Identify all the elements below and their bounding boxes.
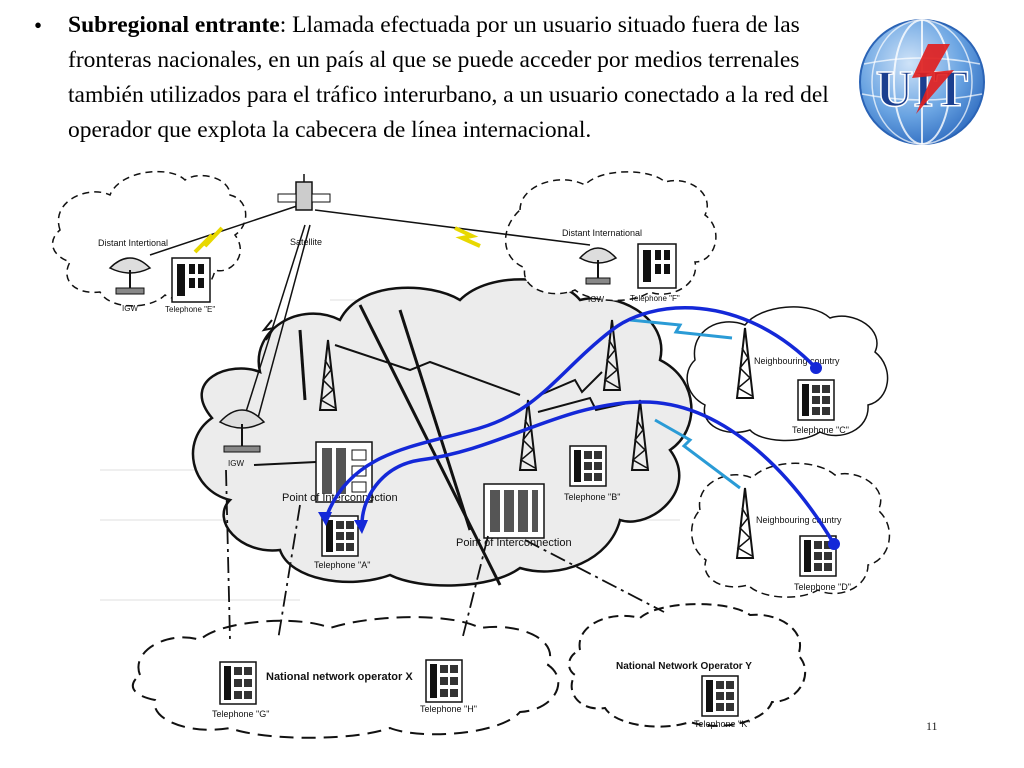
telephone-f-label: Telephone "F" <box>630 294 680 303</box>
term-separator: : <box>279 12 287 38</box>
telephone-d-label: Telephone "D" <box>794 582 851 592</box>
national-x-label: National network operator X <box>266 671 413 683</box>
call-origin-c <box>810 362 822 374</box>
radio-tower-icon <box>735 487 755 559</box>
national-x-cloud <box>131 616 560 739</box>
telephone-exchange-icon <box>637 243 677 289</box>
telephone-icon <box>425 659 463 703</box>
radio-links <box>334 318 741 490</box>
satellite-links <box>149 204 591 419</box>
telephone-c-label: Telephone "C" <box>792 425 849 435</box>
telephone-a-label: Telephone "A" <box>314 560 370 570</box>
satellite-label: Satellite <box>290 237 322 247</box>
incoming-call-paths <box>324 306 836 545</box>
telephone-h-label: Telephone "H" <box>420 704 477 714</box>
satellite-icon <box>277 174 331 211</box>
telephone-icon <box>701 675 739 717</box>
call-origin-d <box>828 538 840 550</box>
term-label: Subregional entrante <box>68 12 280 38</box>
telephone-exchange-icon <box>171 257 211 303</box>
main-network-cloud <box>191 278 693 587</box>
telephone-icon <box>219 661 257 705</box>
telephone-k-label: Telephone "K" <box>694 719 750 729</box>
bullet-item: • Subregional entrante: Llamada efectuad… <box>34 8 834 148</box>
radio-tower-icon <box>735 327 755 399</box>
igw-right-label: IGW <box>588 295 604 304</box>
satellite-link-down <box>261 319 277 341</box>
neighbouring-top-cloud <box>686 306 889 442</box>
radio-tower-icon <box>318 339 338 411</box>
page-number: 11 <box>926 719 938 733</box>
radio-tower-icon <box>630 399 650 471</box>
national-y-cloud <box>568 603 807 728</box>
satellite-dish-icon <box>108 257 152 295</box>
neighbouring-bottom-label: Neighbouring country <box>756 515 842 525</box>
call-path-d-to-a <box>360 400 836 545</box>
telephone-g-label: Telephone "G" <box>212 709 269 719</box>
uit-logo: UIT <box>859 19 985 145</box>
radio-tower-icon <box>602 319 622 391</box>
call-path-c-to-a <box>324 306 818 519</box>
network-boundary-lines <box>298 304 502 586</box>
poi-right-label: Point of Interconnection <box>456 537 572 549</box>
definition-text: Llamada efectuada por un usuario situado… <box>68 12 829 143</box>
neighbouring-top-label: Neighbouring country <box>754 356 840 366</box>
neighbouring-bottom-cloud <box>690 462 891 598</box>
telephone-b-label: Telephone "B" <box>564 492 620 502</box>
telephone-e-label: Telephone "E" <box>165 305 215 314</box>
distant-right-label: Distant International <box>562 228 642 238</box>
bullet-text: Subregional entrante: Llamada efectuada … <box>68 8 834 148</box>
igw-main-label: IGW <box>228 459 244 468</box>
lightning-bolt-icon <box>912 44 954 114</box>
satellite-dish-icon <box>218 409 266 453</box>
igw-left-label: IGW <box>122 304 138 313</box>
call-path-arrowheads <box>318 512 368 534</box>
satellite-dish-icon <box>578 247 618 285</box>
national-operator-links <box>225 469 665 641</box>
igw-to-exchange-link <box>253 461 317 466</box>
bullet-symbol: • <box>34 13 43 38</box>
satellite-link-left <box>193 226 224 254</box>
telephone-icon <box>569 445 607 487</box>
national-y-label: National Network Operator Y <box>616 661 752 672</box>
distant-left-label: Distant Intertional <box>98 238 168 248</box>
satellite-link-right <box>454 226 481 248</box>
telephone-icon <box>797 379 835 421</box>
telephone-icon <box>321 515 359 557</box>
telephone-exchange-icon <box>483 483 545 539</box>
